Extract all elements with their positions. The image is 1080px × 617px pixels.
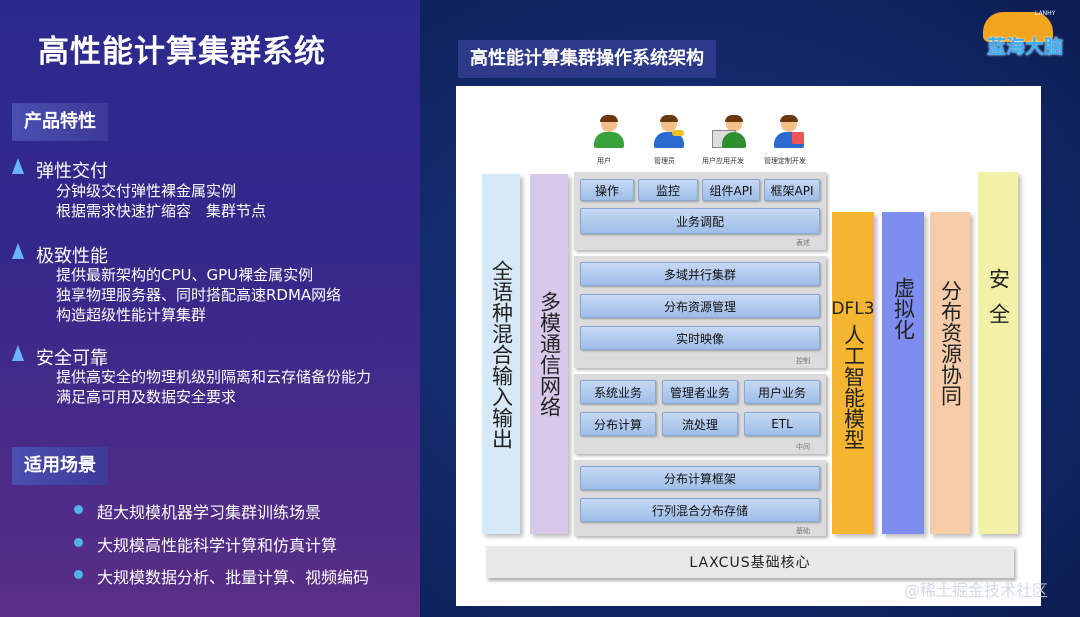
user-label: 管理定制开发 xyxy=(764,157,806,165)
layer-cell: 行列混合分布存储 xyxy=(580,498,820,522)
ai-model-column: DFL3 人工智能模型 xyxy=(831,212,875,534)
features-tag: 产品特性 xyxy=(12,103,108,141)
bullet-dot-icon xyxy=(74,505,83,514)
scene-item: 超大规模机器学习集群训练场景 xyxy=(97,503,322,522)
scene-item: 大规模高性能科学计算和仿真计算 xyxy=(97,536,338,555)
layer-label: 中间 xyxy=(796,443,810,451)
bullet-triangle-icon xyxy=(12,345,24,361)
developer-icon xyxy=(712,115,746,150)
user-icon xyxy=(592,115,626,150)
logo-small-text: LANHY xyxy=(1035,10,1056,17)
column-label: 人工智能模型 xyxy=(841,323,866,450)
feature-line: 根据需求快速扩缩容 集群节点 xyxy=(56,202,267,220)
admin-icon xyxy=(652,115,686,150)
layer-cell: 组件API xyxy=(702,179,760,201)
presentation-layer: 操作 监控 组件API 框架API 业务调配 表述 xyxy=(574,172,826,250)
bullet-dot-icon xyxy=(74,570,83,579)
feature-title: 极致性能 xyxy=(36,246,108,267)
bullet-triangle-icon xyxy=(12,243,24,259)
custom-developer-icon xyxy=(772,115,806,150)
middleware-layer: 系统业务 管理者业务 用户业务 分布计算 流处理 ETL 中间 xyxy=(574,374,826,454)
layer-cell: ETL xyxy=(744,412,820,436)
layer-cell: 分布计算框架 xyxy=(580,466,820,490)
layer-cell: 分布计算 xyxy=(580,412,656,436)
layer-label: 基础 xyxy=(796,527,810,535)
layer-cell: 多域并行集群 xyxy=(580,262,820,286)
security-column: 安全 xyxy=(978,172,1018,534)
feature-line: 满足高可用及数据安全要求 xyxy=(56,388,237,406)
layer-label: 控制 xyxy=(796,357,810,365)
cloud-icon xyxy=(983,12,1053,42)
multimodal-network-column: 多模通信网络 xyxy=(530,174,568,534)
column-label: 多模通信网络 xyxy=(537,291,562,417)
column-label: 虚拟化 xyxy=(891,276,916,340)
scenes-tag: 适用场景 xyxy=(12,447,108,485)
feature-title: 安全可靠 xyxy=(36,348,108,369)
column-label: 全语种混合输入输出 xyxy=(489,259,514,449)
virtualization-column: 虚拟化 xyxy=(882,212,924,534)
column-prefix: DFL3 xyxy=(831,298,875,319)
feature-line: 构造超级性能计算集群 xyxy=(56,306,207,324)
watermark: @稀土掘金技术社区 xyxy=(904,581,1049,600)
feature-line: 提供最新架构的CPU、GPU裸金属实例 xyxy=(56,266,314,284)
multilang-io-column: 全语种混合输入输出 xyxy=(482,174,520,534)
resource-coordination-column: 分布资源协同 xyxy=(930,212,970,534)
layer-cell: 操作 xyxy=(580,179,634,201)
layer-cell: 流处理 xyxy=(662,412,738,436)
feature-line: 独享物理服务器、同时搭配高速RDMA网络 xyxy=(56,286,342,304)
feature-line: 提供高安全的物理机级别隔离和云存储备份能力 xyxy=(56,368,372,386)
layer-cell: 框架API xyxy=(764,179,820,201)
left-panel xyxy=(0,0,420,617)
brand-logo: LANHY 蓝海大脑 xyxy=(975,10,1065,60)
feature-line: 分钟级交付弹性裸金属实例 xyxy=(56,182,237,200)
layer-cell: 用户业务 xyxy=(744,380,820,404)
layer-label: 表述 xyxy=(796,239,810,247)
feature-title: 弹性交付 xyxy=(36,161,108,182)
bullet-dot-icon xyxy=(74,538,83,547)
scene-item: 大规模数据分析、批量计算、视频编码 xyxy=(97,568,370,587)
architecture-diagram: 用户 管理员 用户应用开发 管理定制开发 全语种混合输入输出 多模通信网络 操作… xyxy=(456,86,1041,606)
logo-text: 蓝海大脑 xyxy=(987,36,1064,58)
layer-cell: 系统业务 xyxy=(580,380,656,404)
bullet-triangle-icon xyxy=(12,158,24,174)
layer-cell: 分布资源管理 xyxy=(580,294,820,318)
foundation-layer: 分布计算框架 行列混合分布存储 基础 xyxy=(574,460,826,536)
column-label: 安全 xyxy=(986,268,1011,338)
page-title: 高性能计算集群系统 xyxy=(38,34,326,70)
column-label: 分布资源协同 xyxy=(938,280,963,406)
layer-cell: 业务调配 xyxy=(580,208,820,234)
control-layer: 多域并行集群 分布资源管理 实时映像 控制 xyxy=(574,256,826,368)
user-label: 用户应用开发 xyxy=(702,157,744,165)
laxcus-core-bar: LAXCUS基础核心 xyxy=(486,546,1014,578)
layer-cell: 实时映像 xyxy=(580,326,820,350)
user-label: 管理员 xyxy=(654,157,675,165)
diagram-title: 高性能计算集群操作系统架构 xyxy=(458,40,716,78)
layer-cell: 监控 xyxy=(638,179,698,201)
layer-cell: 管理者业务 xyxy=(662,380,738,404)
user-label: 用户 xyxy=(597,157,611,165)
